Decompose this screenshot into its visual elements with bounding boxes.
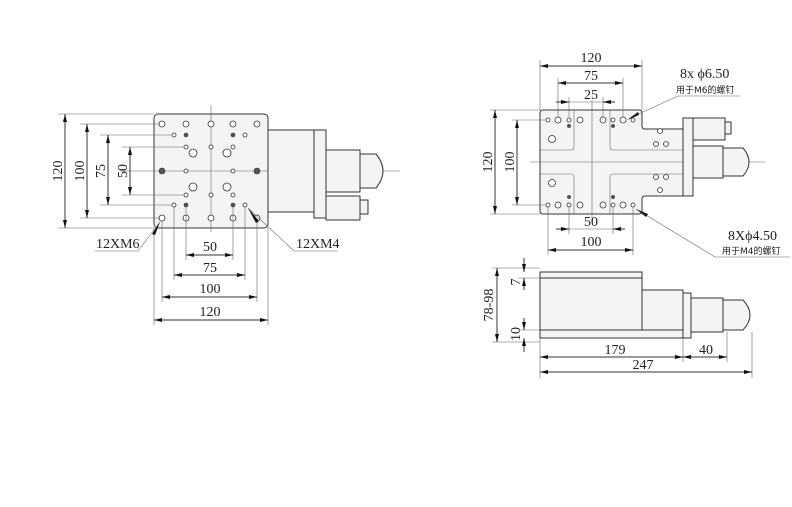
callout-12xm4: 12XM4 — [296, 237, 340, 252]
dim-75-horizontal: 75 — [203, 261, 217, 276]
mounting-holes — [545, 116, 669, 209]
dim-100-vertical: 100 — [503, 152, 518, 173]
callout-m4-note: 用于M4的螺钉 — [722, 245, 781, 257]
dim-78-98: 78-98 — [482, 289, 497, 322]
callout-m6-note: 用于M6的螺钉 — [676, 84, 735, 96]
motor-knob — [722, 147, 750, 177]
dim-120-vertical: 120 — [481, 152, 496, 173]
stepper-motor — [690, 297, 724, 333]
dim-75-vertical: 75 — [94, 164, 109, 178]
dim-100-horizontal: 100 — [200, 282, 221, 297]
callout-12xm6: 12XM6 — [96, 237, 140, 252]
dim-120-vertical: 120 — [51, 161, 66, 182]
dim-120-top: 120 — [581, 51, 602, 66]
motor-housing — [267, 129, 315, 213]
connector-box — [692, 117, 726, 141]
dim-50-bottom: 50 — [584, 215, 598, 230]
dim-100-bottom: 100 — [581, 235, 602, 250]
stepper-motor — [692, 145, 724, 179]
dim-50-horizontal: 50 — [203, 240, 217, 255]
dim-75-top: 75 — [584, 69, 598, 84]
stage-body — [539, 277, 643, 331]
side-view: 78-98 7 10 179 40 247 — [482, 258, 753, 378]
stepper-motor — [325, 149, 361, 193]
right-top-view: 120 75 25 120 100 50 100 8x ϕ6.50 用于M6的螺… — [481, 51, 790, 258]
dim-40: 40 — [699, 343, 713, 358]
left-top-view: 120 100 75 50 50 75 100 120 12XM6 12XM4 — [51, 105, 400, 325]
dim-120-horizontal: 120 — [200, 305, 221, 320]
dim-179: 179 — [605, 343, 626, 358]
mounting-holes — [158, 120, 261, 222]
dim-100-vertical: 100 — [73, 161, 88, 182]
motor-flange — [682, 117, 694, 197]
dim-10: 10 — [509, 327, 524, 341]
dim-50-vertical: 50 — [116, 164, 131, 178]
callout-8x-4-50: 8Xϕ4.50 — [728, 229, 777, 244]
motor-knob — [359, 153, 384, 189]
top-plate — [539, 271, 643, 279]
motor-housing — [641, 289, 684, 331]
callout-8x-6-50: 8x ϕ6.50 — [680, 67, 729, 82]
dim-247: 247 — [633, 358, 654, 373]
motor-knob — [722, 299, 751, 331]
dim-7: 7 — [509, 279, 524, 286]
dim-25-top: 25 — [584, 88, 598, 103]
base-rail — [539, 329, 684, 339]
